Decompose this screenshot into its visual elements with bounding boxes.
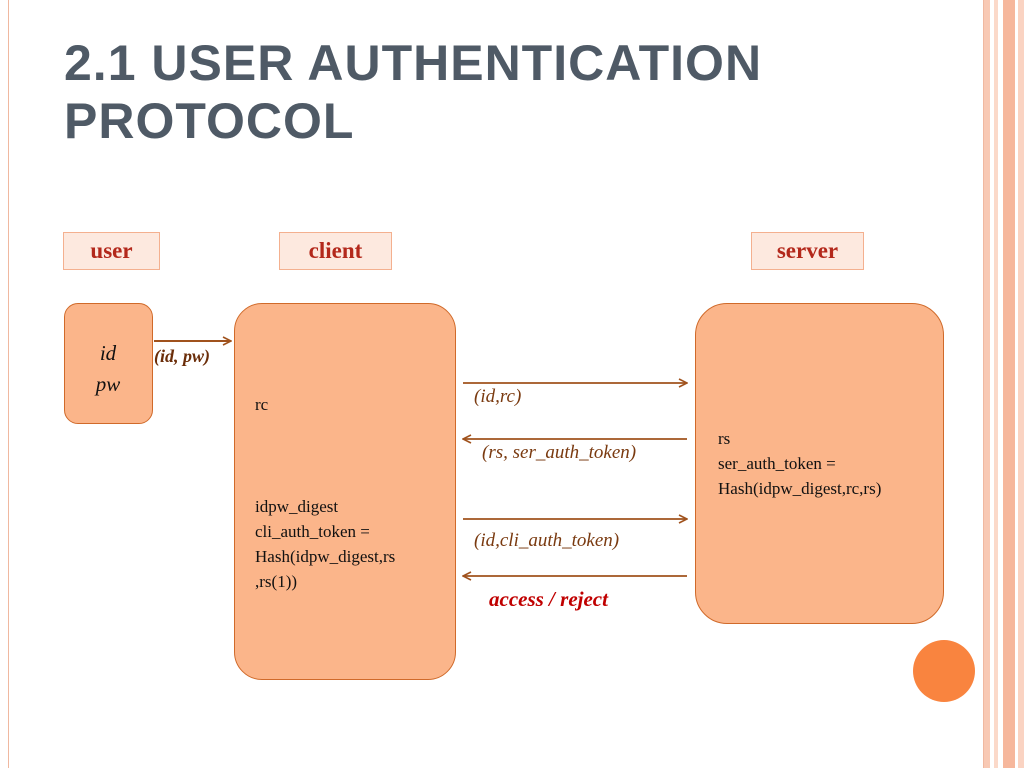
title-line-1: 2.1 USER AUTHENTICATION <box>64 35 763 91</box>
server-rs-text: rs <box>718 429 731 448</box>
server-hash-text: Hash(idpw_digest,rc,rs) <box>718 479 882 498</box>
msg-id-pw: (id, pw) <box>154 346 210 366</box>
slide-frame <box>8 0 984 768</box>
decor-stripe <box>994 0 998 768</box>
lane-label-client: client <box>279 232 392 270</box>
decor-stripe <box>1003 0 1015 768</box>
msg-id-cli-token: (id,cli_auth_token) <box>474 530 620 551</box>
client-digest-text: idpw_digest <box>255 497 339 516</box>
msg-access-reject: access / reject <box>489 587 608 611</box>
user-pw-text: pw <box>95 372 121 396</box>
decor-stripe <box>1018 0 1024 768</box>
server-node: rs ser_auth_token = Hash(idpw_digest,rc,… <box>695 303 944 624</box>
user-node: id pw <box>64 303 153 424</box>
client-hash-line1: Hash(idpw_digest,rs <box>255 547 396 566</box>
msg-rs-token: (rs, ser_auth_token) <box>482 442 637 463</box>
msg-id-rc: (id,rc) <box>474 386 522 407</box>
client-node: rc idpw_digest cli_auth_token = Hash(idp… <box>234 303 456 680</box>
client-rc-text: rc <box>255 395 269 414</box>
lane-label-server: server <box>751 232 864 270</box>
decor-stripe <box>984 0 990 768</box>
client-token-eq-text: cli_auth_token = <box>255 522 370 541</box>
decor-circle <box>913 640 975 702</box>
lane-label-user: user <box>63 232 160 270</box>
client-hash-line2: ,rs(1)) <box>255 572 298 591</box>
slide-title: 2.1 USER AUTHENTICATION PROTOCOL <box>64 34 924 150</box>
user-id-text: id <box>99 341 117 365</box>
title-line-2: PROTOCOL <box>64 93 355 149</box>
server-token-eq-text: ser_auth_token = <box>718 454 836 473</box>
